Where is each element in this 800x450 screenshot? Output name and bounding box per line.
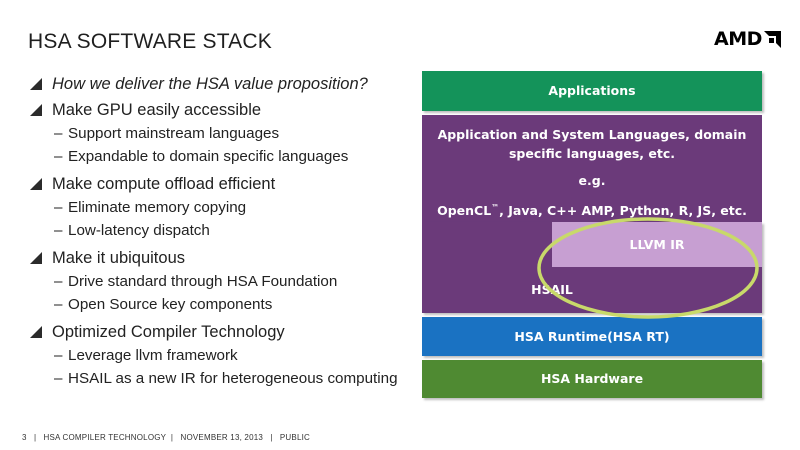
hardware-layer: HSA Hardware: [422, 360, 762, 398]
sub-bullet-text: Low-latency dispatch: [68, 222, 210, 239]
bullet-item: Make GPU easily accessible: [30, 100, 415, 120]
logo-text: AMD: [714, 28, 762, 50]
footer-separator: |: [33, 433, 37, 442]
languages-examples: OpenCL™, Java, C++ AMP, Python, R, JS, e…: [422, 198, 762, 220]
sub-bullet-item: – Open Source key components: [30, 295, 415, 314]
sub-bullet-text: Drive standard through HSA Foundation: [68, 273, 338, 290]
bullet-item: Make it ubiquitous: [30, 248, 415, 268]
sub-bullet-item: – HSAIL as a new IR for heterogeneous co…: [30, 369, 415, 388]
amd-logo: AMD: [714, 28, 781, 50]
bullet-text: Make GPU easily accessible: [52, 101, 262, 119]
dash-bullet-icon: –: [54, 125, 63, 142]
slide-title: HSA SOFTWARE STACK: [28, 30, 272, 53]
bullet-text: Optimized Compiler Technology: [52, 323, 285, 341]
bullet-item: Optimized Compiler Technology: [30, 322, 415, 342]
sub-bullet-text: Support mainstream languages: [68, 125, 280, 142]
footer-separator: |: [270, 433, 273, 442]
triangle-bullet-icon: [30, 178, 42, 190]
languages-line-1: Application and System Languages, domain: [437, 127, 747, 142]
footer: 3 | HSA COMPILER TECHNOLOGY | NOVEMBER 1…: [22, 433, 310, 442]
opencl-label: OpenCL: [437, 203, 492, 219]
sub-bullet-item: – Eliminate memory copying: [30, 198, 415, 217]
triangle-bullet-icon: [30, 104, 42, 116]
sub-bullet-text: Eliminate memory copying: [68, 199, 247, 216]
sub-bullet-text: HSAIL as a new IR for heterogeneous comp…: [68, 370, 398, 387]
sub-bullet-item: – Support mainstream languages: [30, 124, 415, 143]
footer-page-number: 3: [22, 433, 27, 442]
sub-bullet-item: – Low-latency dispatch: [30, 221, 415, 240]
dash-bullet-icon: –: [54, 199, 63, 216]
footer-date: NOVEMBER 13, 2013: [180, 433, 264, 442]
footer-title: HSA COMPILER TECHNOLOGY: [43, 433, 167, 442]
sub-bullet-text: Expandable to domain specific languages: [68, 148, 349, 165]
software-stack-diagram: Applications Application and System Lang…: [422, 71, 762, 398]
sub-bullet-text: Leverage llvm framework: [68, 347, 238, 364]
dash-bullet-icon: –: [54, 347, 63, 364]
dash-bullet-icon: –: [54, 296, 63, 313]
footer-separator: |: [170, 433, 174, 442]
sub-bullet-item: – Drive standard through HSA Foundation: [30, 272, 415, 291]
bullet-item: Make compute offload efficient: [30, 174, 415, 194]
dash-bullet-icon: –: [54, 148, 63, 165]
sub-bullet-text: Open Source key components: [68, 296, 273, 313]
applications-layer: Applications: [422, 71, 762, 111]
triangle-bullet-icon: [30, 78, 42, 90]
sub-bullet-item: – Leverage llvm framework: [30, 346, 415, 365]
runtime-layer: HSA Runtime(HSA RT): [422, 317, 762, 356]
triangle-bullet-icon: [30, 326, 42, 338]
trademark-mark: ™: [491, 203, 500, 212]
bullet-list: How we deliver the HSA value proposition…: [30, 68, 415, 388]
languages-examples-rest: , Java, C++ AMP, Python, R, JS, etc.: [499, 203, 747, 219]
triangle-bullet-icon: [30, 252, 42, 264]
sub-bullet-item: – Expandable to domain specific language…: [30, 147, 415, 166]
languages-line-2: specific languages, etc.: [508, 146, 676, 161]
hsail-layer: LLVM IR HSAIL: [422, 222, 762, 313]
bullet-text: Make compute offload efficient: [52, 175, 276, 193]
bullet-item: How we deliver the HSA value proposition…: [30, 74, 415, 94]
highlight-ellipse: [537, 217, 759, 319]
footer-classification: PUBLIC: [279, 433, 310, 442]
bullet-text: Make it ubiquitous: [52, 249, 185, 267]
amd-arrow-icon: [763, 30, 781, 48]
dash-bullet-icon: –: [54, 273, 63, 290]
dash-bullet-icon: –: [54, 222, 63, 239]
dash-bullet-icon: –: [54, 370, 63, 387]
languages-layer: Application and System Languages, domain…: [422, 115, 762, 222]
llvm-ir-layer: LLVM IR: [552, 222, 762, 267]
languages-eg: e.g.: [578, 173, 606, 188]
bullet-text: How we deliver the HSA value proposition…: [52, 75, 368, 93]
